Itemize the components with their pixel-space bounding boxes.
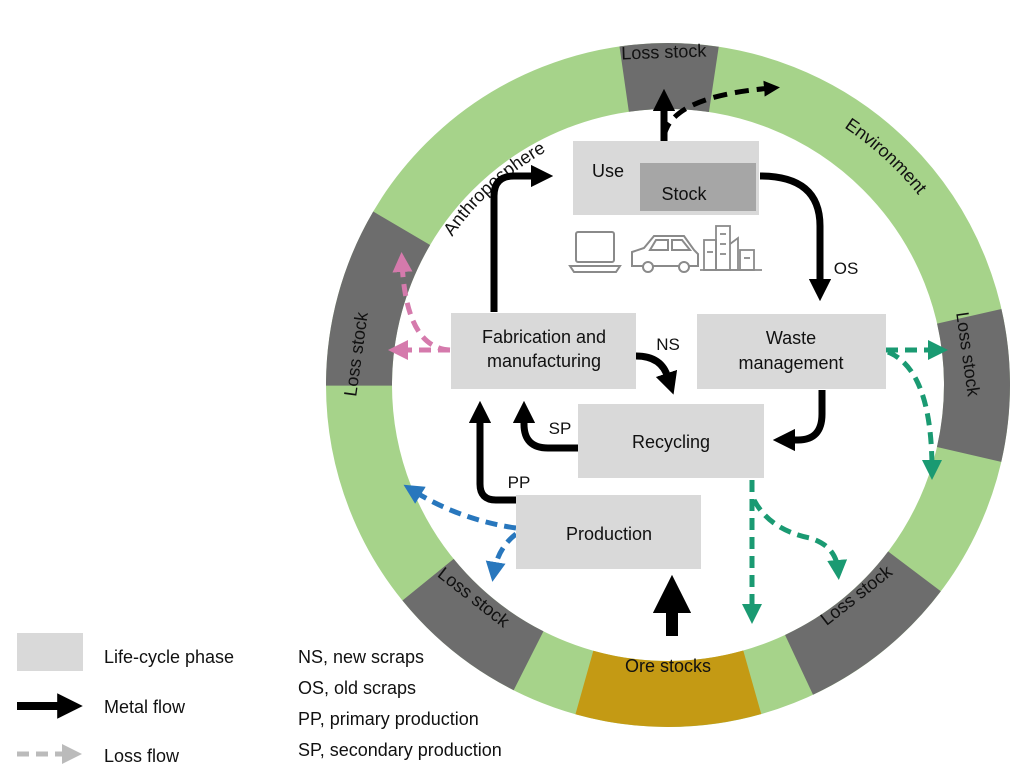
- loss-stock-top-label: Loss stock: [621, 40, 708, 63]
- sp-label: SP: [549, 419, 572, 438]
- flow-fabrication-to-recycling: [635, 352, 678, 395]
- loss-flow-waste-down: [886, 349, 942, 480]
- loss-stock-right-segment: [326, 43, 1010, 727]
- ns-label: NS: [656, 335, 680, 354]
- flow-waste-to-recycling: [772, 390, 826, 452]
- ore-stocks-segment: [326, 43, 1010, 727]
- stock-box: [640, 163, 756, 211]
- flow-use-to-environment: [661, 80, 780, 137]
- loss-flow-production-left: [403, 484, 517, 531]
- loss-flow-production-down: [485, 532, 518, 582]
- use-label: Use: [592, 161, 624, 181]
- flow-production-to-fabrication: [468, 400, 516, 504]
- fabrication-label-line1: Fabrication and: [482, 327, 606, 347]
- production-label: Production: [566, 524, 652, 544]
- legend-metal-flow-text: Metal flow: [104, 697, 186, 717]
- waste-label-line1: Waste: [766, 328, 816, 348]
- fabrication-label-line2: manufacturing: [487, 351, 601, 371]
- laptop-icon: [568, 231, 622, 273]
- legend: Life-cycle phase Metal flow Loss flow NS…: [17, 633, 502, 766]
- car-icon: [631, 235, 699, 273]
- os-label: OS: [834, 259, 859, 278]
- recycling-box: [578, 404, 764, 478]
- waste-box: [697, 314, 886, 389]
- fabrication-phase: Fabrication and manufacturing: [451, 313, 636, 389]
- loss-flow-fabrication-up: [392, 252, 451, 353]
- buildings-icon: [700, 225, 762, 271]
- loss-flows: [388, 252, 948, 624]
- use-phase: Use Stock: [573, 141, 759, 215]
- legend-phase-text: Life-cycle phase: [104, 647, 234, 667]
- pp-label: PP: [508, 473, 531, 492]
- flow-recycling-to-fabrication: [512, 400, 578, 452]
- outer-ring: [326, 43, 1010, 727]
- legend-sp-def: SP, secondary production: [298, 740, 502, 760]
- recycling-label: Recycling: [632, 432, 710, 452]
- waste-phase: Waste management: [697, 314, 886, 389]
- legend-ns-def: NS, new scraps: [298, 647, 424, 667]
- flow-fabrication-to-use: [490, 164, 554, 312]
- loss-stock-top-segment: [326, 43, 1010, 727]
- production-box: [516, 495, 701, 569]
- waste-label-line2: management: [738, 353, 843, 373]
- legend-pp-def: PP, primary production: [298, 709, 479, 729]
- loss-stock-left-segment: [326, 43, 1010, 727]
- legend-phase-swatch: [17, 633, 83, 671]
- production-phase: Production: [516, 495, 701, 569]
- legend-loss-flow-text: Loss flow: [104, 746, 180, 766]
- recycling-phase: Recycling: [578, 404, 764, 478]
- ore-stocks-label: Ore stocks: [625, 656, 711, 676]
- legend-os-def: OS, old scraps: [298, 678, 416, 698]
- loss-flow-recycling-right: [751, 498, 848, 580]
- stock-label: Stock: [661, 184, 707, 204]
- flow-use-to-waste: [759, 172, 832, 302]
- fabrication-box: [451, 313, 636, 389]
